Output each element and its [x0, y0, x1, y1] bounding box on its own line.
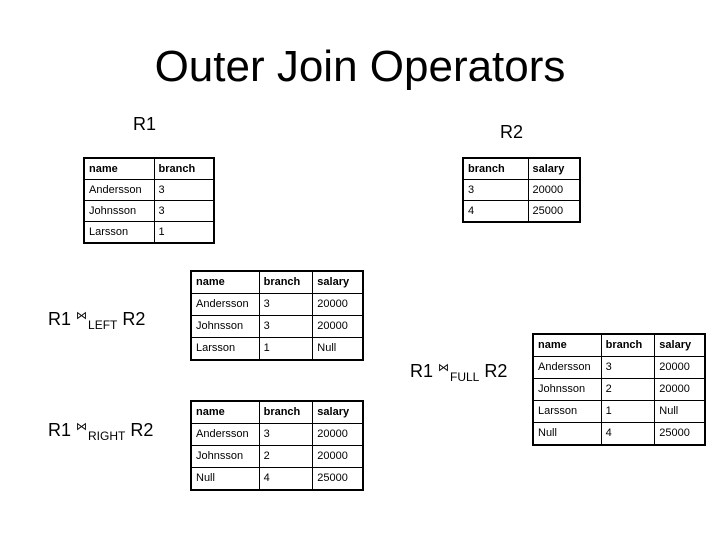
cell: 20000 [654, 378, 706, 401]
cell: Andersson [190, 423, 260, 446]
cell: 20000 [312, 315, 364, 338]
cell: Andersson [190, 293, 260, 316]
header-cell: salary [312, 400, 364, 424]
header-cell: salary [312, 270, 364, 294]
cell: 3 [258, 423, 314, 446]
cell: Johnsson [83, 200, 155, 222]
cell: Null [190, 467, 260, 491]
header-cell: name [532, 333, 602, 357]
table-left-join-result: name branch salary Andersson 3 20000 Joh… [190, 270, 364, 361]
cell: 20000 [312, 445, 364, 468]
left-join-expression: R1 ⋈LEFT R2 [48, 309, 145, 332]
table-row: Johnsson 2 20000 [532, 378, 706, 401]
cell: 3 [258, 315, 314, 338]
table-header-row: name branch salary [190, 270, 364, 294]
table-row: Johnsson 3 20000 [190, 315, 364, 338]
cell: Null [532, 422, 602, 446]
header-cell: salary [654, 333, 706, 357]
cell: Larsson [190, 337, 260, 361]
full-join-expression: R1 ⋈FULL R2 [410, 361, 507, 384]
cell: 3 [462, 179, 529, 201]
header-cell: branch [600, 333, 656, 357]
header-cell: branch [258, 400, 314, 424]
table-row: Null 4 25000 [190, 467, 364, 491]
join-operator-icon: ⋈ [76, 309, 88, 322]
right-join-r1: R1 [48, 420, 72, 440]
right-join-subscript: RIGHT [88, 429, 126, 443]
table-row: Andersson 3 20000 [532, 356, 706, 379]
table-row: Johnsson 2 20000 [190, 445, 364, 468]
cell: 4 [462, 200, 529, 223]
cell: 3 [153, 200, 215, 222]
table-row: Andersson 3 20000 [190, 423, 364, 446]
table-header-row: name branch salary [532, 333, 706, 357]
table-right-join-result: name branch salary Andersson 3 20000 Joh… [190, 400, 364, 491]
table-row: Larsson 1 [83, 221, 215, 244]
table-row: Andersson 3 [83, 179, 215, 201]
header-cell: branch [258, 270, 314, 294]
cell: Andersson [532, 356, 602, 379]
cell: Andersson [83, 179, 155, 201]
header-cell: name [190, 270, 260, 294]
full-join-r2: R2 [484, 361, 508, 381]
table-r1: name branch Andersson 3 Johnsson 3 Larss… [83, 157, 215, 244]
cell: 25000 [527, 200, 581, 223]
cell: 4 [600, 422, 656, 446]
cell: Larsson [83, 221, 155, 244]
table-r2: branch salary 3 20000 4 25000 [462, 157, 581, 223]
cell: 20000 [527, 179, 581, 201]
cell: 2 [258, 445, 314, 468]
left-join-subscript: LEFT [88, 318, 118, 332]
table-row: Larsson 1 Null [190, 337, 364, 361]
left-join-r1: R1 [48, 309, 72, 329]
table-row: 4 25000 [462, 200, 581, 223]
table-row: Null 4 25000 [532, 422, 706, 446]
left-join-r2: R2 [122, 309, 146, 329]
right-join-r2: R2 [130, 420, 154, 440]
table-header-row: name branch [83, 157, 215, 180]
table-row: Andersson 3 20000 [190, 293, 364, 316]
cell: Johnsson [532, 378, 602, 401]
cell: 3 [153, 179, 215, 201]
right-join-expression: R1 ⋈RIGHT R2 [48, 420, 153, 443]
full-join-subscript: FULL [450, 370, 480, 384]
cell: Null [312, 337, 364, 361]
cell: 1 [258, 337, 314, 361]
table-header-row: branch salary [462, 157, 581, 180]
table-header-row: name branch salary [190, 400, 364, 424]
cell: 25000 [654, 422, 706, 446]
join-operator-icon: ⋈ [76, 420, 88, 433]
r1-relation-label: R1 [133, 114, 157, 134]
cell: Johnsson [190, 445, 260, 468]
join-operator-icon: ⋈ [438, 361, 450, 374]
header-cell: branch [153, 157, 215, 180]
full-join-r1: R1 [410, 361, 434, 381]
table-row: Johnsson 3 [83, 200, 215, 222]
header-cell: salary [527, 157, 581, 180]
table-row: 3 20000 [462, 179, 581, 201]
cell: 20000 [312, 423, 364, 446]
header-cell: name [83, 157, 155, 180]
cell: 20000 [312, 293, 364, 316]
cell: 3 [600, 356, 656, 379]
cell: Null [654, 400, 706, 423]
r2-relation-label: R2 [500, 122, 524, 142]
cell: 4 [258, 467, 314, 491]
slide-title: Outer Join Operators [154, 42, 566, 91]
cell: 2 [600, 378, 656, 401]
cell: 25000 [312, 467, 364, 491]
header-cell: name [190, 400, 260, 424]
table-row: Larsson 1 Null [532, 400, 706, 423]
cell: 1 [153, 221, 215, 244]
cell: Johnsson [190, 315, 260, 338]
cell: 20000 [654, 356, 706, 379]
cell: 1 [600, 400, 656, 423]
table-full-join-result: name branch salary Andersson 3 20000 Joh… [532, 333, 706, 446]
cell: 3 [258, 293, 314, 316]
header-cell: branch [462, 157, 529, 180]
cell: Larsson [532, 400, 602, 423]
